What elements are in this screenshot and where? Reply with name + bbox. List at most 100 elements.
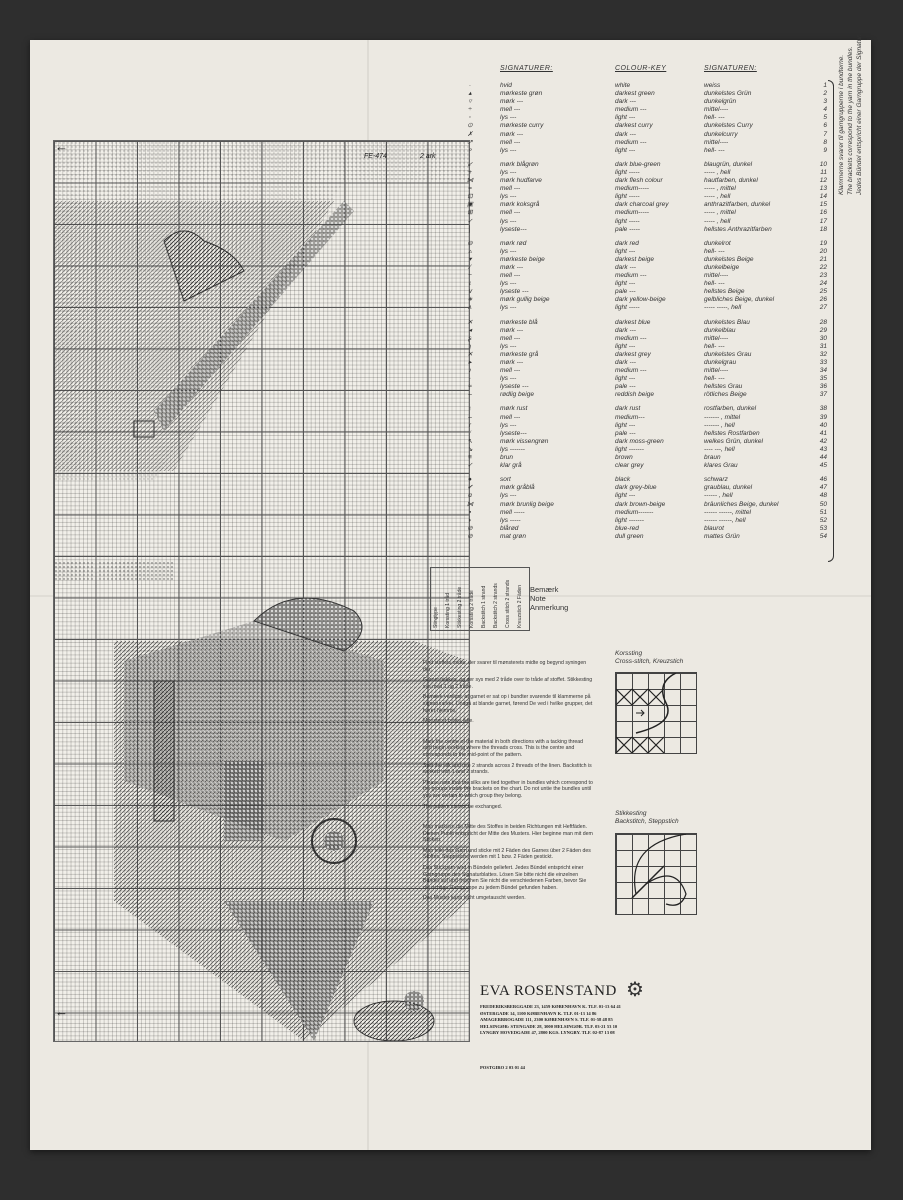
key-cell-dk: mørk ---	[500, 130, 524, 138]
key-cell-n: 27	[819, 304, 827, 312]
key-cell-en: light -----	[615, 193, 640, 201]
key-cell-de: hautfarben, dunkel	[704, 177, 758, 185]
key-cell-n: 26	[819, 296, 827, 304]
key-cell-dk: lys ---	[500, 421, 517, 429]
key-cell-n: 52	[819, 516, 827, 524]
key-cell-en: white	[615, 82, 631, 89]
key-cell-sym: ʂ	[468, 334, 472, 342]
key-cell-sym: ▵	[468, 247, 472, 255]
key-cell-sym: ⁄	[469, 263, 471, 271]
key-cell-sym: ⊞	[467, 209, 473, 217]
key-cell-de: mattes Grün	[704, 532, 740, 540]
key-cell-sym: ▪	[468, 508, 472, 516]
key-cell-sym: ◦	[468, 114, 472, 122]
key-cell-de: mittel----	[704, 106, 729, 114]
key-cell-n: 31	[819, 342, 827, 350]
key-cell-dk: mørk hudfarve	[500, 177, 542, 185]
key-cell-en: pale ---	[615, 383, 636, 391]
key-cell-n: 10	[819, 160, 827, 168]
key-cell-dk: mell ---	[500, 138, 521, 146]
key-cell-n: 30	[819, 334, 827, 342]
key-cell-de: hell- ---	[704, 146, 725, 154]
key-cell-en: dark grey-blue	[615, 484, 657, 492]
key-cell-en: medium-----	[615, 185, 649, 193]
key-cell-dk: lys ---	[500, 280, 517, 288]
key-cell-de: dunkelstes Curry	[704, 122, 753, 130]
key-cell-dk: mørk blågrøn	[500, 160, 539, 168]
key-cell-en: dark ---	[615, 98, 636, 106]
key-cell-en: light ---	[615, 421, 636, 429]
key-cell-en: dark ---	[615, 359, 636, 366]
key-cell-n: 14	[819, 193, 827, 201]
key-cell-n: 39	[819, 413, 827, 421]
key-cell-en: dull green	[615, 532, 644, 540]
key-cell-en: light ---	[615, 280, 636, 288]
key-cell-de: mittel----	[704, 138, 729, 146]
key-cell-dk: mørkeste curry	[500, 122, 544, 130]
key-cell-dk: mell ---	[500, 185, 521, 193]
key-cell-de: graublau, dunkel	[704, 484, 753, 492]
group-bracket	[828, 80, 834, 562]
key-cell-sym: ⚬	[467, 146, 473, 154]
key-cell-de: dunkelcurry	[704, 130, 738, 138]
key-cell-n: 38	[819, 405, 827, 413]
key-cell-de: mittel----	[704, 272, 729, 280]
key-cell-dk: mørk vissengrøn	[500, 437, 549, 445]
key-cell-de: dunkelgrau	[704, 359, 737, 366]
key-cell-n: 15	[819, 201, 827, 209]
key-cell-n: 42	[819, 437, 827, 445]
key-cell-n: 24	[819, 280, 827, 288]
key-cell-de: ---- ---, hell	[704, 445, 735, 453]
key-cell-de: hellstes Grau	[704, 383, 743, 391]
key-cell-en: dark ---	[615, 326, 636, 334]
key-cell-de: klares Grau	[704, 462, 738, 470]
key-cell-sym: ↙	[467, 160, 473, 168]
key-cell-n: 45	[819, 462, 827, 470]
key-cell-en: light ---	[615, 247, 636, 255]
key-cell-n: 20	[819, 247, 827, 255]
instructions: Find stoffets midte, der svarer til møns…	[423, 660, 593, 906]
key-cell-en: dark brown-beige	[615, 500, 666, 508]
arrow-left-icon: ←	[55, 1004, 68, 1019]
key-cell-en: light -------	[615, 516, 644, 524]
key-cell-en: dark moss-green	[615, 437, 664, 445]
key-cell-de: hell- ---	[704, 247, 725, 255]
key-cell-en: light -----	[615, 217, 640, 225]
arrow-left-icon: ←	[55, 139, 68, 154]
key-cell-en: light -----	[615, 304, 640, 312]
key-cell-de: ------ , hell	[704, 492, 733, 500]
instructions-danish: Find stoffets midte, der svarer til møns…	[423, 660, 593, 725]
key-cell-de: dunkelrot	[704, 239, 731, 247]
key-cell-de: ----- , hell	[704, 193, 731, 201]
key-cell-de: dunkelbeige	[704, 263, 740, 271]
backstitch-diagram	[615, 833, 697, 915]
key-cell-n: 8	[823, 138, 827, 146]
key-cell-dk: lys -----	[500, 516, 521, 524]
key-cell-dk: mørkeste beige	[500, 255, 545, 263]
key-cell-n: 5	[823, 114, 827, 122]
key-cell-en: pale -----	[615, 225, 640, 233]
key-cell-dk: mørk ---	[500, 359, 524, 366]
key-cell-en: dark charcoal grey	[615, 201, 669, 209]
key-cell-sym: ÷	[468, 106, 472, 114]
key-cell-sym: ‒	[468, 413, 472, 421]
key-cell-dk: lys ---	[500, 375, 517, 383]
sheet-number: 2 ark	[420, 153, 436, 160]
key-cell-de: weiss	[704, 82, 721, 89]
key-cell-dk: mell ---	[500, 106, 521, 114]
key-cell-de: ----- , mittel	[704, 185, 736, 193]
key-cell-en: dark blue-green	[615, 160, 661, 168]
key-cell-sym: ♪	[468, 367, 472, 375]
key-cell-sym: ≈	[468, 383, 472, 391]
key-cell-dk: lys ---	[500, 217, 517, 225]
stitch-legend: Stingtype Korssting 1 tråd Stikkesting 2…	[430, 567, 530, 631]
key-cell-en: medium ---	[615, 272, 647, 280]
key-cell-en: dark ---	[615, 263, 636, 271]
key-cell-dk: mørk ---	[500, 98, 524, 106]
key-cell-dk: mørk ---	[500, 326, 524, 334]
key-cell-dk: lys ---	[500, 247, 517, 255]
key-cell-de: dunkelstes Grün	[704, 90, 752, 98]
key-cell-sym: ≡	[468, 454, 472, 462]
